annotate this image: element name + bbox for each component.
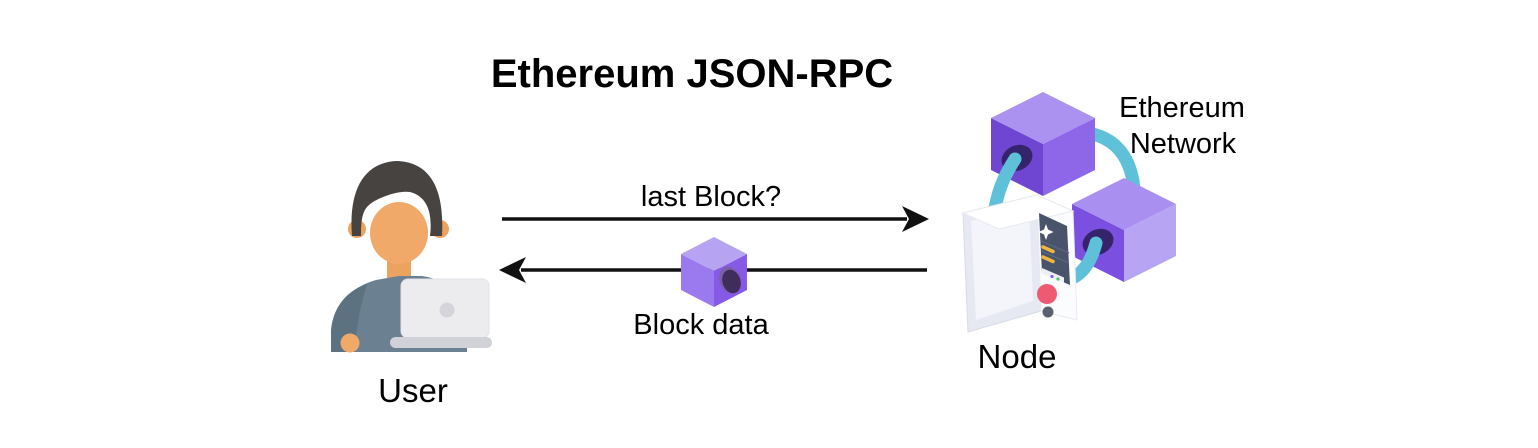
diagram-title: Ethereum JSON-RPC	[491, 52, 893, 96]
user-hand	[340, 333, 360, 353]
request-arrowhead	[902, 206, 929, 232]
block-cube-top-face	[681, 237, 747, 271]
network-label-line2: Network	[1130, 128, 1237, 160]
laptop-base	[390, 337, 492, 348]
server-top-face	[961, 194, 1075, 230]
server-led-purple	[1050, 274, 1054, 279]
user-face	[370, 202, 428, 264]
node-label: Node	[978, 338, 1057, 375]
response-arrowhead	[499, 257, 526, 283]
server-power-button	[1037, 284, 1057, 304]
user-hair	[351, 161, 443, 236]
laptop-logo	[439, 302, 455, 318]
server-front-panel	[971, 206, 1033, 320]
server-led-yellow	[1041, 255, 1055, 264]
block-cube-left-face	[681, 254, 714, 307]
right-arrow-icon	[502, 206, 929, 232]
server-panel-divider	[1040, 240, 1070, 254]
server-sparkle	[1038, 224, 1054, 240]
server-led-yellow	[1041, 245, 1055, 254]
response-label: Block data	[633, 309, 769, 341]
user-sleeve	[331, 284, 367, 352]
laptop-icon	[390, 278, 492, 348]
server-led-green	[1056, 277, 1060, 281]
user-label: User	[378, 372, 448, 409]
user-at-laptop-icon	[331, 161, 492, 353]
server-port	[1042, 306, 1054, 318]
server-tower-icon	[961, 194, 1078, 333]
block-cube-icon	[681, 237, 747, 307]
request-label: last Block?	[641, 181, 781, 213]
network-cube-b-top-face	[1072, 178, 1176, 230]
network-cube-a-top-face	[991, 92, 1095, 144]
block-cube-hole	[722, 269, 741, 294]
server-panel-divider	[1040, 250, 1070, 264]
network-label-line1: Ethereum	[1119, 92, 1245, 124]
